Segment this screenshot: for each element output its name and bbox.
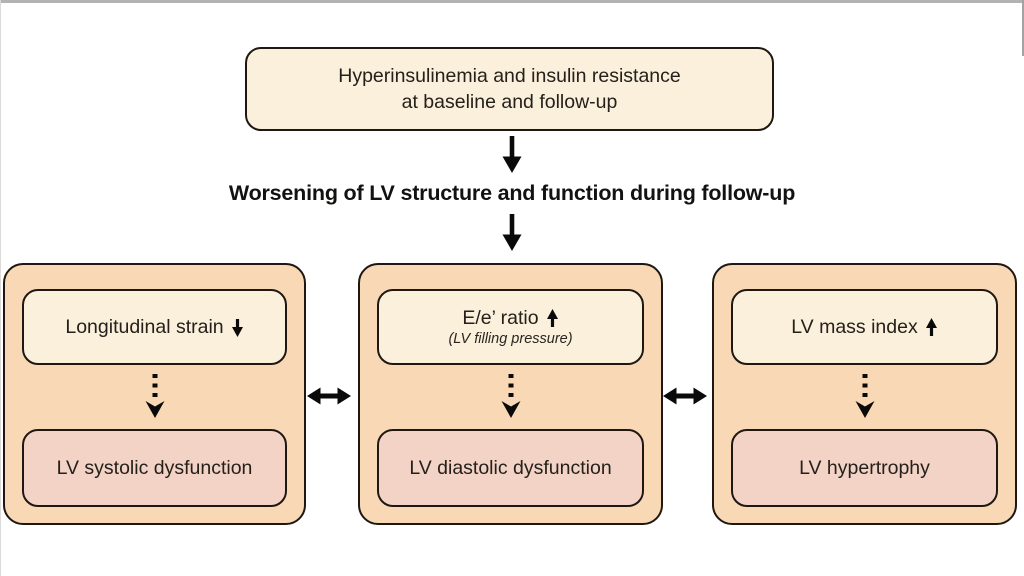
outcome-box-hypertrophy: LV hypertrophy bbox=[731, 429, 998, 507]
image-left-border bbox=[0, 0, 1, 576]
worsening-heading: Worsening of LV structure and function d… bbox=[228, 181, 796, 205]
image-top-border bbox=[0, 0, 1024, 3]
outcome-label: LV systolic dysfunction bbox=[56, 456, 253, 479]
dotted-down-arrow-icon bbox=[501, 374, 520, 418]
panel-diastolic: E/e’ ratio (LV filling pressure) LV dias… bbox=[358, 263, 663, 525]
indicator-box-longitudinal-strain: Longitudinal strain bbox=[22, 289, 287, 365]
up-arrow-icon bbox=[925, 317, 937, 336]
top-cause-line2: at baseline and follow-up bbox=[401, 91, 618, 113]
double-headed-arrow-icon bbox=[663, 387, 707, 405]
indicator-label: Longitudinal strain bbox=[65, 315, 224, 338]
down-arrow-icon bbox=[502, 136, 522, 173]
up-arrow-icon bbox=[546, 309, 558, 327]
panel-systolic: Longitudinal strain LV systolic dysfunct… bbox=[3, 263, 306, 525]
down-arrow-icon bbox=[231, 318, 243, 337]
top-cause-box: Hyperinsulinemia and insulin resistance … bbox=[245, 47, 774, 131]
indicator-label: LV mass index bbox=[791, 315, 918, 338]
panel-hypertrophy: LV mass index LV hypertrophy bbox=[712, 263, 1017, 525]
dotted-down-arrow-icon bbox=[855, 374, 874, 418]
double-headed-arrow-icon bbox=[307, 387, 351, 405]
indicator-label: E/e’ ratio bbox=[462, 307, 539, 329]
image-right-border bbox=[1022, 0, 1024, 56]
outcome-box-systolic: LV systolic dysfunction bbox=[22, 429, 287, 507]
dotted-down-arrow-icon bbox=[145, 374, 164, 418]
indicator-note: (LV filling pressure) bbox=[448, 331, 573, 347]
down-arrow-icon bbox=[502, 214, 522, 251]
outcome-label: LV hypertrophy bbox=[799, 456, 930, 479]
outcome-label: LV diastolic dysfunction bbox=[409, 456, 612, 479]
outcome-box-diastolic: LV diastolic dysfunction bbox=[377, 429, 644, 507]
indicator-box-lv-mass-index: LV mass index bbox=[731, 289, 998, 365]
top-cause-line1: Hyperinsulinemia and insulin resistance bbox=[338, 65, 681, 87]
indicator-box-ee-ratio: E/e’ ratio (LV filling pressure) bbox=[377, 289, 644, 365]
